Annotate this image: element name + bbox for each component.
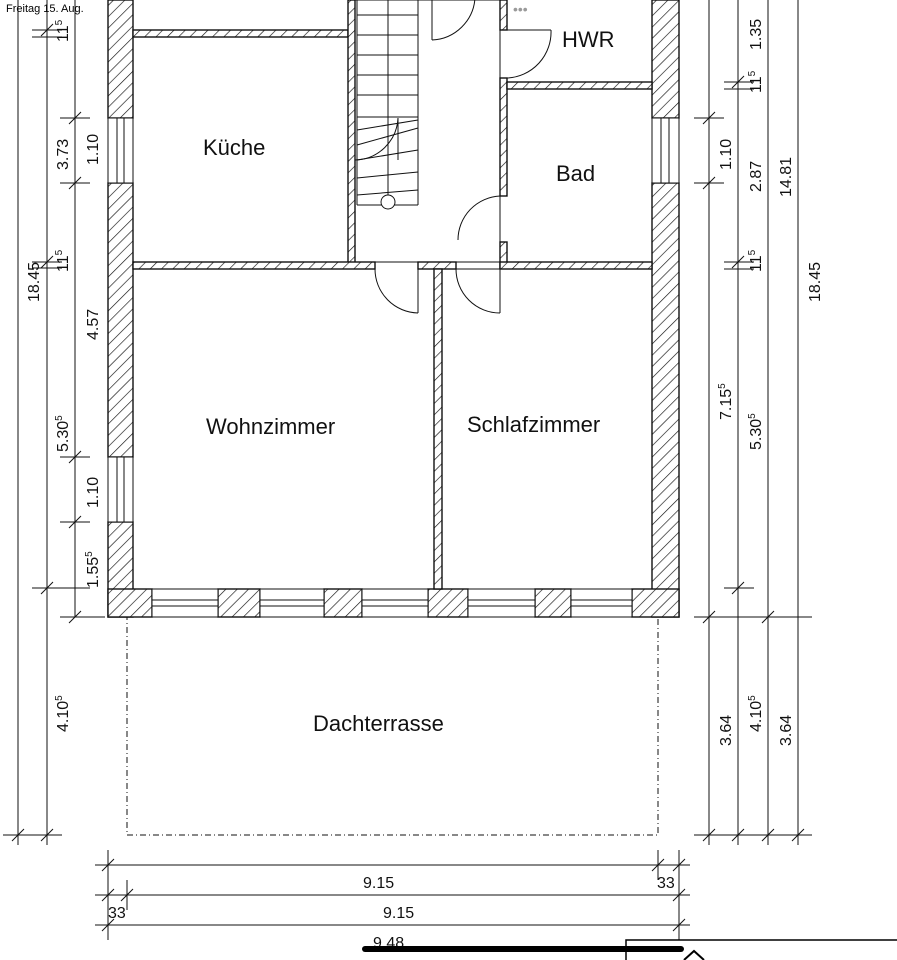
dim-bottom-row1: 9.15: [363, 875, 394, 892]
dim-bottom-row2-start: 33: [108, 905, 126, 922]
room-label-hwr: HWR: [562, 27, 615, 52]
dim-left-w3: 1.10: [85, 477, 102, 508]
room-label-bad: Bad: [556, 161, 595, 186]
dim-right-2a: 1.35: [748, 19, 765, 50]
wall-right-lower: [651, 182, 680, 618]
room-label-schlafzimmer: Schlafzimmer: [467, 412, 600, 437]
dimension-lines-left: [3, 0, 105, 845]
dim-right-1a: 1.10: [718, 139, 735, 170]
dim-right-2d: 115: [747, 249, 765, 272]
doors: [354, 0, 552, 314]
dim-left-d4: 5.305: [54, 415, 72, 452]
dim-right-3b: 3.64: [778, 715, 795, 746]
interior-walls: [132, 0, 653, 590]
dim-left-upper: 4.105: [54, 695, 72, 732]
dim-right-total: 18.45: [807, 262, 824, 302]
dim-right-2e: 5.305: [747, 413, 765, 450]
home-indicator[interactable]: [362, 946, 684, 952]
dim-right-2c: 2.87: [748, 161, 765, 192]
tool-palette[interactable]: [625, 939, 897, 960]
dim-right-1c: 3.64: [718, 715, 735, 746]
dim-left-w1: 1.10: [85, 134, 102, 165]
dim-left-d2: 3.73: [55, 139, 72, 170]
dim-left-w2: 4.57: [85, 309, 102, 340]
wall-left-middle: [107, 182, 134, 458]
dim-right-2b: 115: [747, 70, 765, 93]
dim-right-2f: 4.105: [747, 695, 765, 732]
room-label-kueche: Küche: [203, 135, 265, 160]
room-label-dachterrasse: Dachterrasse: [313, 711, 444, 736]
dim-left-d1: 115: [54, 19, 72, 42]
dimension-lines-bottom: [95, 850, 690, 940]
dim-left-w4: 1.555: [84, 551, 102, 588]
dim-right-3a: 14.81: [778, 157, 795, 197]
room-label-wohnzimmer: Wohnzimmer: [206, 414, 335, 439]
window-left-kueche: [107, 117, 134, 184]
pen-tool-icon[interactable]: [683, 949, 705, 960]
window-left-wohnzimmer: [107, 456, 134, 523]
staircase: [356, 0, 419, 210]
wall-bottom: [107, 588, 680, 618]
dachterrasse-outline: [126, 616, 659, 836]
window-right-bad: [651, 117, 680, 184]
dim-left-total: 18.45: [26, 262, 43, 302]
dim-bottom-row1-end: 33: [657, 875, 675, 892]
status-date: Freitag 15. Aug.: [6, 3, 84, 15]
dim-right-1b: 7.155: [717, 383, 735, 420]
wall-left-upper: [107, 0, 134, 119]
window-dots[interactable]: •••: [513, 1, 528, 17]
dimension-lines-right: [694, 0, 812, 845]
dim-bottom-row2: 9.15: [383, 905, 414, 922]
dim-left-d3: 115: [54, 249, 72, 272]
wall-right-upper: [651, 0, 680, 119]
